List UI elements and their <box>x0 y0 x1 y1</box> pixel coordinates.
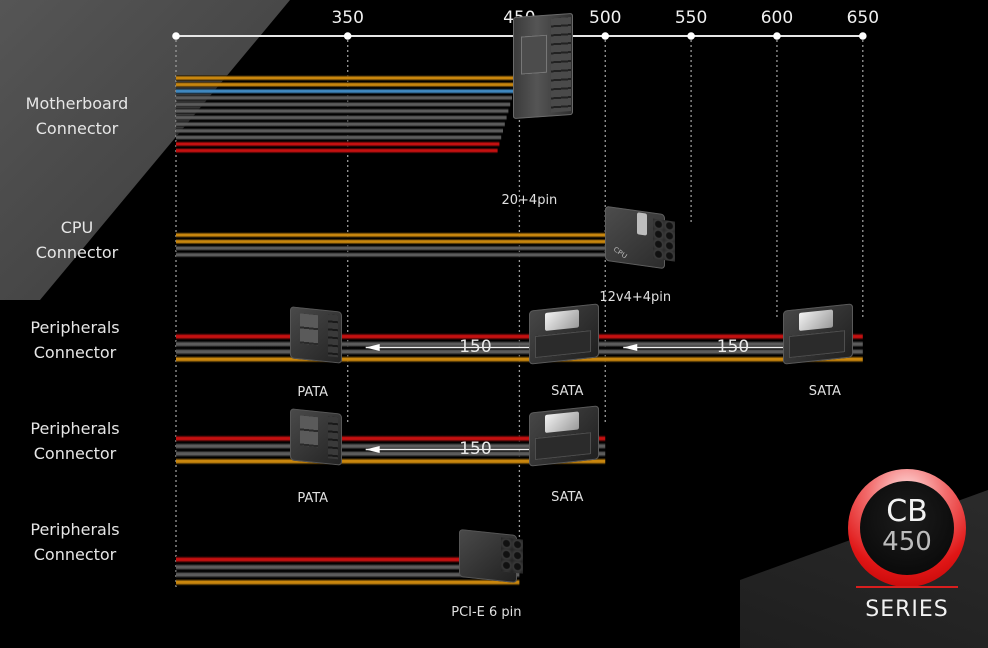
arrow-left-icon <box>365 445 380 453</box>
tick-label: 550 <box>674 8 708 28</box>
connector-label: SATA <box>551 384 584 399</box>
sata-connector <box>782 303 853 365</box>
wire-orange <box>176 578 520 586</box>
row-label-line2: Connector <box>35 243 119 262</box>
wire-gray <box>176 94 512 101</box>
tick-label: 650 <box>846 8 880 28</box>
tick-label: 600 <box>760 8 794 28</box>
row-label-line2: Connector <box>35 119 119 138</box>
row-label-peripherals-1: Peripherals Connector <box>0 315 150 365</box>
series-logo-text: SERIES <box>865 597 949 622</box>
connector-label: PATA <box>297 491 329 506</box>
connector-slot <box>299 313 318 346</box>
row-label-line1: Motherboard <box>25 94 129 113</box>
cpu-8pin-connector: CPU <box>605 205 676 270</box>
connector-label: 12v4+4pin <box>599 290 672 305</box>
arrow-left-icon <box>365 343 380 351</box>
connector-pins <box>653 218 676 262</box>
wire-red <box>176 556 520 563</box>
wire-gray <box>176 245 606 252</box>
wire-gray <box>176 450 606 458</box>
connector-label: SATA <box>551 490 584 505</box>
axis-tick-dot <box>687 32 695 40</box>
cpu-mark: CPU <box>612 245 629 261</box>
axis-tick-dot <box>601 32 610 40</box>
tick-label: 350 <box>331 8 364 28</box>
connector-latch <box>521 34 548 75</box>
badge-model-prefix: CB <box>886 494 928 529</box>
connector-body <box>535 432 592 461</box>
wire-gray <box>176 127 503 134</box>
wire-gray <box>176 563 520 571</box>
wire-gray <box>176 348 863 356</box>
dimension-label: 150 <box>716 337 750 358</box>
connector-label: PCI-E 6 pin <box>451 605 522 620</box>
connector-ribs <box>327 416 338 460</box>
row-label-line2: Connector <box>33 343 117 362</box>
connector-body <box>788 330 845 359</box>
product-badge: CB 450 <box>848 469 966 587</box>
row-label-motherboard: Motherboard Connector <box>2 91 152 141</box>
row-label-line2: Connector <box>33 545 117 564</box>
pata-molex-connector <box>289 306 342 364</box>
connector-slot <box>299 415 318 448</box>
row-label-peripherals-3: Peripherals Connector <box>0 517 150 567</box>
connector-pins <box>501 537 524 574</box>
wire-orange <box>176 238 606 245</box>
connector-body <box>535 330 592 359</box>
sata-connector <box>529 405 600 467</box>
wire-orange <box>176 232 606 238</box>
wire-gray <box>176 114 507 121</box>
connector-latch <box>798 309 833 331</box>
tick-label: 500 <box>589 8 622 28</box>
axis-tick-dot <box>172 32 180 40</box>
arrow-left-icon <box>623 343 638 351</box>
axis-tick-dot <box>773 32 781 40</box>
pcie-6pin-connector <box>459 528 524 584</box>
badge-model-number: 450 <box>882 527 932 557</box>
wire-gray <box>176 571 520 579</box>
connector-label: SATA <box>808 384 841 399</box>
connector-latch <box>637 212 648 236</box>
row-label-line1: Peripherals <box>30 318 120 337</box>
row-label-cpu: CPU Connector <box>2 215 152 265</box>
wire-red <box>176 141 500 147</box>
wire-gray <box>176 340 863 348</box>
connector-label: 20+4pin <box>501 193 558 208</box>
wire-gray <box>176 442 606 450</box>
axis-tick-dot <box>859 32 867 40</box>
row-label-peripherals-2: Peripherals Connector <box>0 416 150 466</box>
connector-pins <box>551 17 572 113</box>
wire-gray <box>176 108 509 114</box>
pata-molex-connector <box>289 408 342 466</box>
dimension-label: 150 <box>459 337 492 358</box>
wire-gray <box>176 251 606 258</box>
wire-red <box>176 333 863 340</box>
row-label-line2: Connector <box>33 444 117 463</box>
wire-blue <box>176 88 514 95</box>
connector-ribs <box>327 314 338 358</box>
axis-tick-dot <box>343 32 352 40</box>
row-label-line1: Peripherals <box>30 419 120 438</box>
wire-orange <box>176 81 516 88</box>
wire-orange <box>176 75 518 81</box>
connector-label: PATA <box>297 385 329 400</box>
wire-orange <box>176 457 606 465</box>
wire-gray <box>176 121 505 128</box>
sata-connector <box>529 303 600 365</box>
row-label-line1: Peripherals <box>30 520 120 539</box>
connector-latch <box>545 411 580 433</box>
atx-24pin-connector <box>513 12 574 120</box>
wire-red <box>176 435 606 442</box>
wire-orange <box>176 355 863 363</box>
connector-latch <box>545 309 580 331</box>
series-divider <box>856 586 958 588</box>
wire-gray <box>176 101 511 108</box>
wire-red <box>176 147 498 154</box>
badge-inner: CB 450 <box>860 481 954 575</box>
dimension-label: 150 <box>459 439 492 460</box>
row-label-line1: CPU <box>60 218 94 237</box>
wire-gray <box>176 134 502 141</box>
